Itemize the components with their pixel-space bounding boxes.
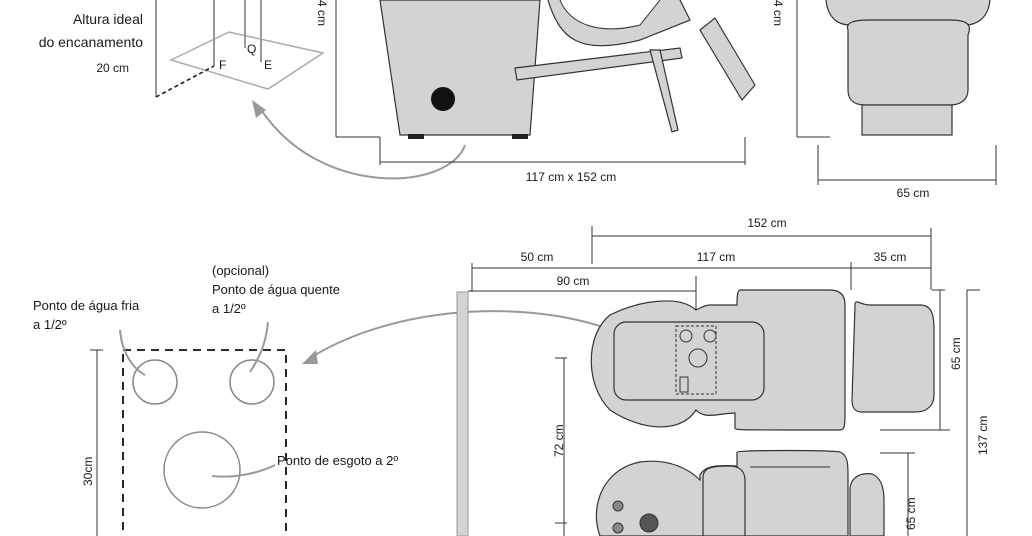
second-width: 65 cm: [904, 497, 918, 530]
height-partial-left: 4 cm: [315, 0, 329, 26]
pipe-letter-f: F: [219, 58, 226, 72]
pipe-offset: 90 cm: [557, 274, 590, 288]
cold-water-label-1: Ponto de água fria: [33, 298, 140, 313]
depth-label: 117 cm x 152 cm: [526, 170, 616, 184]
chair-length: 117 cm: [697, 250, 735, 264]
chair-width: 65 cm: [949, 337, 963, 370]
pipe-height-value: 20 cm: [96, 61, 129, 75]
drain-label: Ponto de esgoto a 2º: [277, 453, 398, 468]
hot-water-label-2: Ponto de água quente: [212, 282, 340, 297]
pipe-height-label-2: do encanamento: [39, 34, 144, 50]
total-width: 137 cm: [976, 416, 990, 455]
width-label: 65 cm: [897, 186, 930, 200]
cold-water-label-2: a 1/2º: [33, 317, 67, 332]
spacing: 72 cm: [552, 424, 566, 457]
total-length: 152 cm: [747, 216, 786, 230]
plan-view: 152 cm 50 cm 117 cm 35 cm 90 cm 65 cm 13…: [456, 216, 990, 536]
wall-gap: 50 cm: [521, 250, 554, 264]
footrest-length: 35 cm: [874, 250, 907, 264]
height-partial-right: 4 cm: [771, 0, 785, 26]
hot-water-label-1: (opcional): [212, 263, 269, 278]
chair-side-view: 4 cm 117 cm x 152 cm: [315, 0, 756, 184]
pipe-letter-e: E: [264, 58, 272, 72]
detail-height: 30cm: [81, 457, 95, 486]
pipe-height-label-1: Altura ideal: [73, 11, 143, 27]
hot-water-label-3: a 1/2º: [212, 301, 246, 316]
pipe-height-diagram: F Q E Altura ideal do encanamento 20 cm: [39, 0, 466, 180]
pipe-letter-q: Q: [247, 42, 256, 56]
plumbing-detail: 30cm Ponto de água fria a 1/2º (opcional…: [33, 263, 669, 536]
chair-front-view: 4 cm 65 cm: [771, 0, 997, 200]
